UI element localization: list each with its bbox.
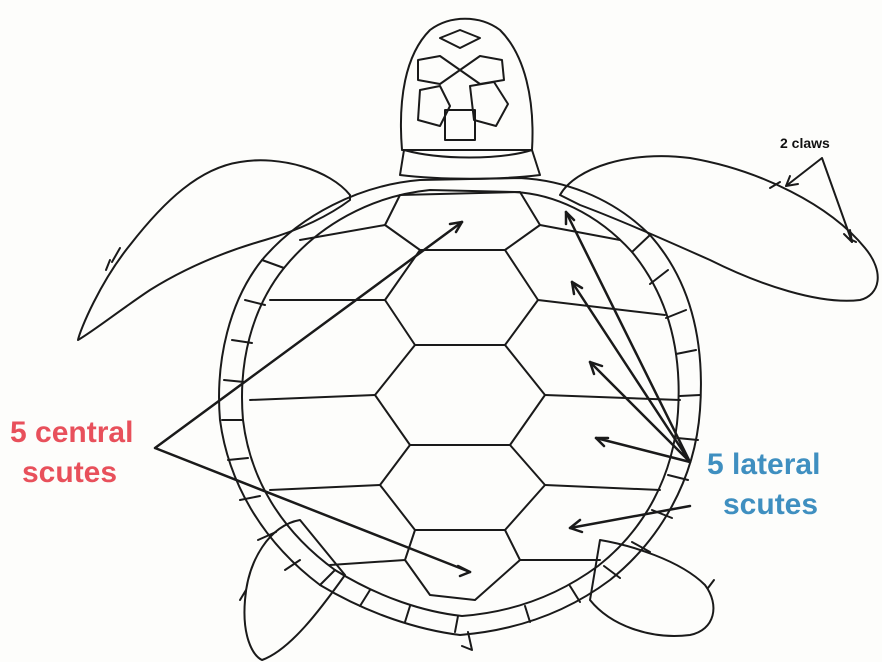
lateral-scutes-label-line2: scutes bbox=[723, 490, 818, 520]
head bbox=[401, 19, 533, 150]
claw-pointer-lines bbox=[786, 158, 852, 242]
claws-label: 2 claws bbox=[780, 136, 830, 150]
central-scutes-label-line1: 5 central bbox=[10, 418, 133, 448]
right-rear-flipper bbox=[590, 540, 713, 636]
lateral-scutes-label-line1: 5 lateral bbox=[707, 450, 820, 480]
lateral-pointer-lines bbox=[566, 212, 690, 528]
central-scutes-label-line2: scutes bbox=[22, 458, 117, 488]
